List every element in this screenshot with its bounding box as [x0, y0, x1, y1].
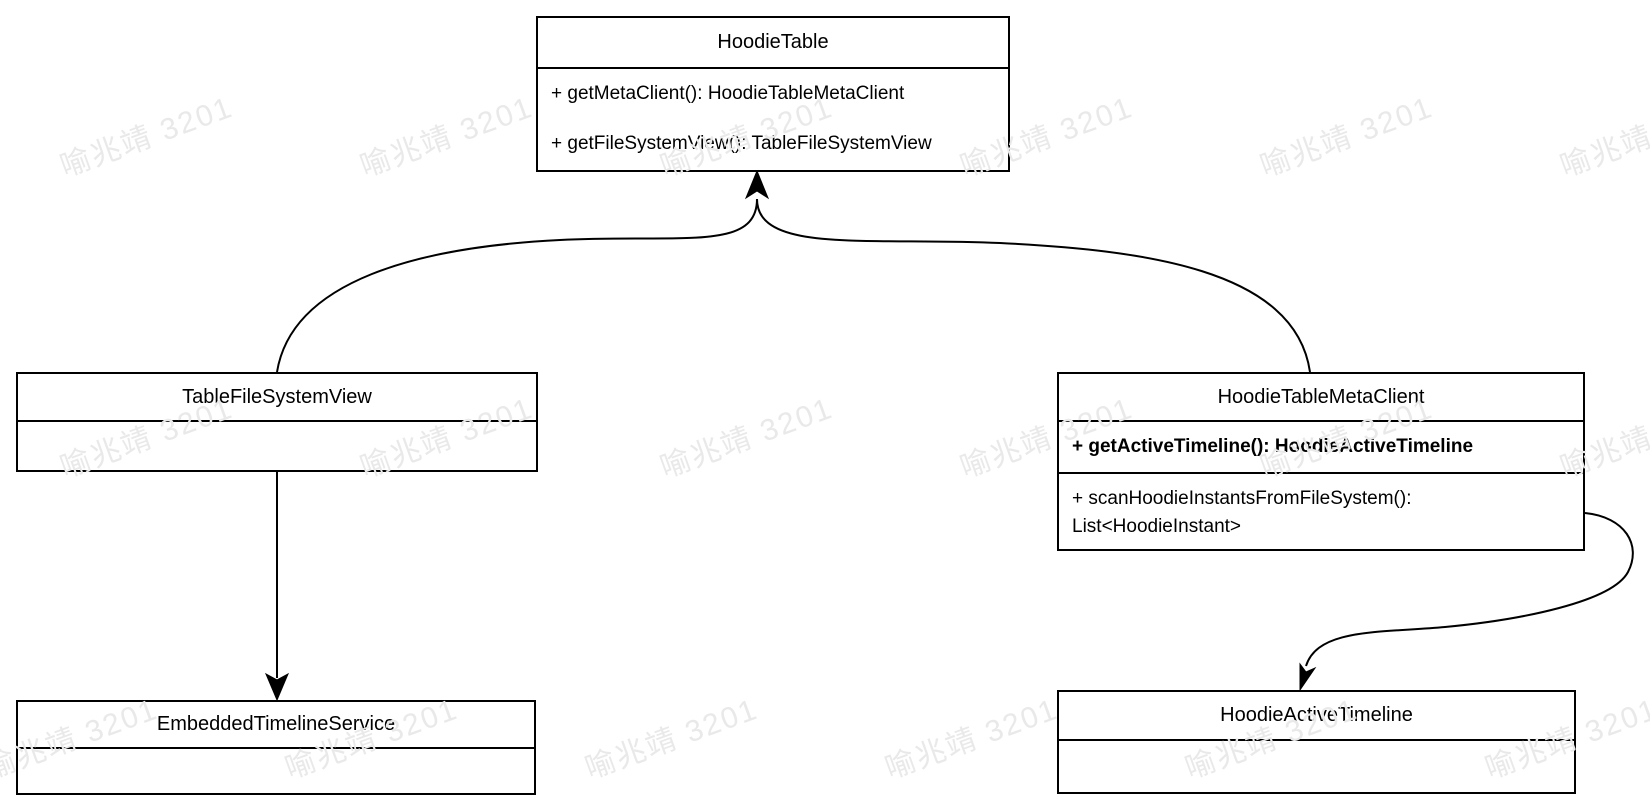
- class-title-hoodie-table: HoodieTable: [538, 18, 1008, 69]
- arrowhead-down-hoodieactivetimeline-icon: [1299, 662, 1317, 692]
- class-hoodie-table[interactable]: HoodieTable + getMetaClient(): HoodieTab…: [536, 16, 1010, 172]
- method-get-file-system-view: + getFileSystemView(): TableFileSystemVi…: [551, 133, 932, 154]
- class-tablefilesystemview[interactable]: TableFileSystemView: [16, 372, 538, 472]
- arrow-tablefilesystemview-to-hoodietable: [276, 198, 758, 373]
- arrow-hoodietablemetaclient-to-hoodieactivetimeline: [1305, 512, 1634, 667]
- methods-compartment: + getMetaClient(): HoodieTableMetaClient…: [538, 69, 1008, 169]
- method-scan-hoodie-instants-from-file-system: + scanHoodieInstantsFromFileSystem(): Li…: [1072, 488, 1412, 537]
- arrowhead-down-embeddedtimelineservice-icon: [264, 672, 290, 702]
- arrow-hoodietablemetaclient-to-hoodietable: [756, 198, 1311, 373]
- method-get-active-timeline: + getActiveTimeline(): HoodieActiveTimel…: [1059, 422, 1583, 474]
- arrowhead-up-hoodietable-icon: [744, 169, 770, 200]
- class-embeddedtimelineservice[interactable]: EmbeddedTimelineService: [16, 700, 536, 795]
- class-title-hoodietablemetaclient: HoodieTableMetaClient: [1059, 374, 1583, 422]
- class-title-hoodieactivetimeline: HoodieActiveTimeline: [1059, 692, 1574, 741]
- class-title-tablefilesystemview: TableFileSystemView: [18, 374, 536, 422]
- method-get-meta-client: + getMetaClient(): HoodieTableMetaClient: [551, 83, 905, 104]
- class-title-embeddedtimelineservice: EmbeddedTimelineService: [18, 702, 534, 749]
- class-hoodieactivetimeline[interactable]: HoodieActiveTimeline: [1057, 690, 1576, 794]
- class-hoodietablemetaclient[interactable]: HoodieTableMetaClient + getActiveTimelin…: [1057, 372, 1585, 551]
